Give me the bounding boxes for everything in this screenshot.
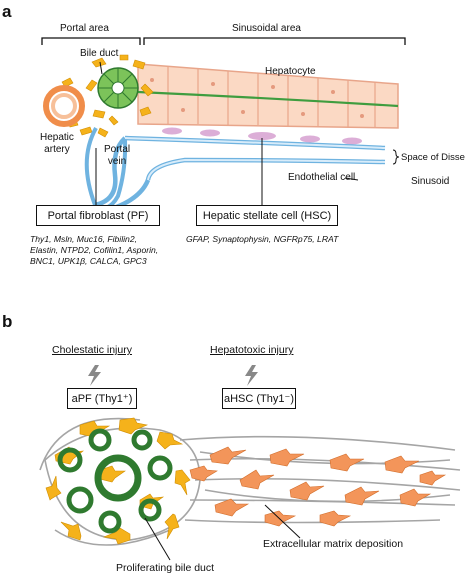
- portal-vein: [84, 127, 128, 210]
- space-of-disse-label: Space of Disse: [401, 152, 465, 163]
- lightning-icon-hepatotoxic: [245, 365, 258, 386]
- pf-markers: Thy1, Msln, Muc16, Fibilin2, Elastin, NT…: [30, 234, 159, 266]
- cholestatic-injury-label: Cholestatic injury: [52, 344, 132, 356]
- sinusoidal-area-label: Sinusoidal area: [232, 23, 301, 34]
- portal-fibroblast-box: Portal fibroblast (PF): [36, 205, 160, 226]
- sinusoidal-area-bracket: [143, 37, 406, 45]
- proliferating-bile-duct-label: Proliferating bile duct: [116, 562, 215, 574]
- apf-box: aPF (Thy1⁺): [67, 388, 137, 409]
- portal-area-bracket: [41, 37, 141, 45]
- sinusoid-inner: [124, 137, 386, 181]
- panel-letter-a: a: [2, 2, 12, 21]
- hepatic-stellate-cell-box: Hepatic stellate cell (HSC): [196, 205, 338, 226]
- activated-hsc-cells: [189, 446, 447, 527]
- panel-letter-b: b: [2, 312, 13, 331]
- ecm-deposition-label: Extracellular matrix deposition: [263, 538, 404, 550]
- stellate-cells: [162, 127, 362, 145]
- sinusoid-label: Sinusoid: [411, 176, 450, 187]
- bile-duct: [97, 67, 139, 109]
- lightning-icon-cholestatic: [88, 365, 101, 386]
- ahsc-box: aHSC (Thy1⁻): [222, 388, 296, 409]
- hsc-markers: GFAP, Synaptophysin, NGFRp75, LRAT: [186, 234, 339, 244]
- hepatotoxic-injury-label: Hepatotoxic injury: [210, 344, 294, 356]
- hepatic-artery: [43, 85, 85, 127]
- endothelial-cell-label: Endothelial cell: [288, 172, 356, 183]
- portal-area-label: Portal area: [60, 23, 109, 34]
- hepatocyte-label: Hepatocyte: [265, 66, 316, 77]
- bile-duct-label: Bile duct: [80, 48, 119, 59]
- proliferating-bile-ducts: [57, 428, 173, 534]
- space-of-disse-brace: [392, 149, 400, 165]
- hepatocyte-plate: [137, 63, 399, 129]
